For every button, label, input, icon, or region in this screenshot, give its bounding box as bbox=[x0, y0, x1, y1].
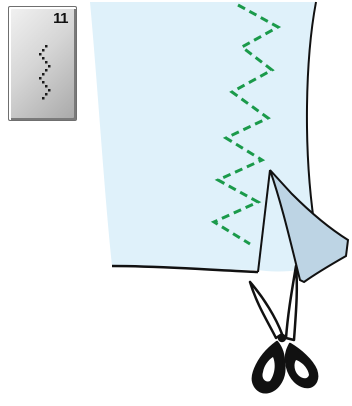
fabric-piece bbox=[90, 2, 317, 272]
scissors-icon bbox=[250, 266, 317, 392]
